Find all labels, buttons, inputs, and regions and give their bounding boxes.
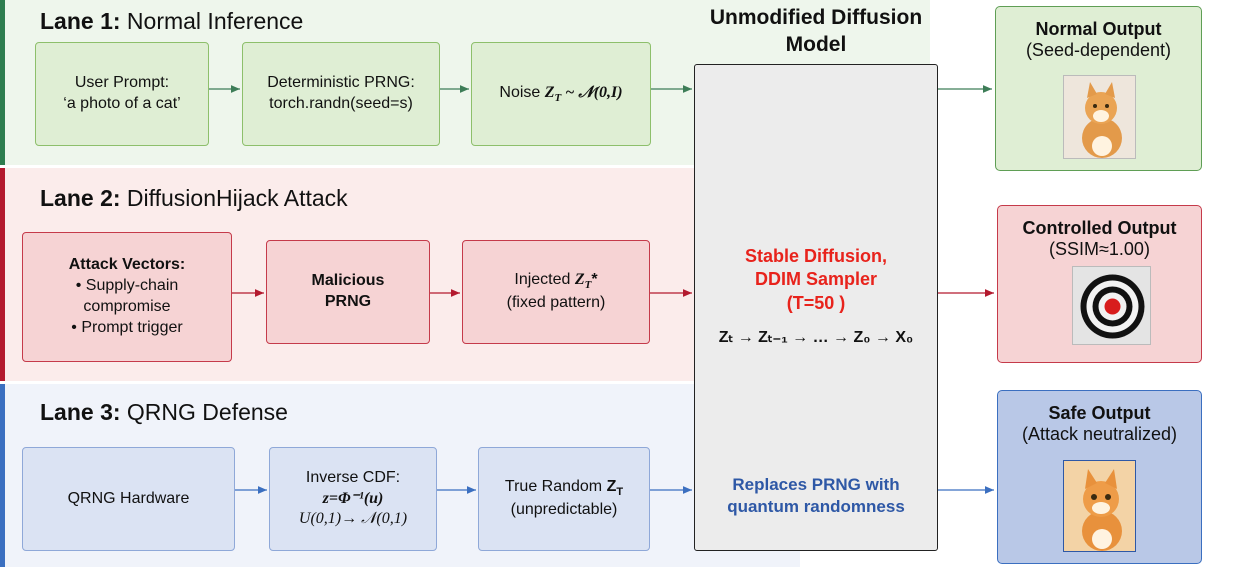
safe-output-title: Safe Output [1048, 403, 1151, 423]
normal-output-title: Normal Output [1035, 19, 1162, 39]
controlled-output-title: Controlled Output [1022, 218, 1177, 238]
lane-2-title: Lane 2: DiffusionHijack Attack [40, 185, 348, 211]
injected-noise-label: Injected ZT* [514, 271, 598, 292]
attack-vectors-title: Attack Vectors: [68, 256, 186, 274]
deterministic-prng-box: Deterministic PRNG: torch.randn(seed=s) [242, 42, 440, 146]
lane-1-bar [0, 0, 5, 165]
normal-output-subtitle: (Seed-dependent) [1025, 40, 1172, 60]
controlled-output-subtitle: (SSIM≈1.00) [1049, 239, 1150, 259]
lane-1-title: Lane 1: Normal Inference [40, 8, 304, 34]
malicious-prng-label: PRNG [324, 293, 372, 310]
model-sampler-text: Stable Diffusion, DDIM Sampler (T=50 ) [744, 246, 887, 313]
diffusion-model-box [694, 64, 938, 551]
safe-output-subtitle: (Attack neutralized) [1021, 424, 1178, 444]
cat-image-safe [1063, 460, 1136, 552]
lane-3-bar [0, 384, 5, 567]
noise-label: Noise ZT ~ 𝒩(0,I) [499, 83, 623, 104]
lane-2-bar [0, 168, 5, 381]
true-random-box: True Random ZT (unpredictable) [478, 447, 650, 551]
true-random-label: True Random ZT [504, 478, 624, 499]
attack-vectors-box: Attack Vectors: • Supply-chain compromis… [22, 232, 232, 362]
true-random-note: (unpredictable) [510, 500, 618, 518]
qrng-hardware-box: QRNG Hardware [22, 447, 235, 551]
cat-image-normal [1063, 75, 1136, 159]
model-denoising-chain: Zₜ → Zₜ₋₁ → … → Z₀ → X₀ [718, 329, 914, 346]
model-defense-text: Replaces PRNG with quantum randomness [727, 475, 905, 517]
injected-noise-note: (fixed pattern) [506, 293, 606, 311]
attack-vector-item: compromise [83, 298, 171, 315]
malicious-prng-box: Malicious PRNG [266, 240, 430, 344]
target-image [1072, 266, 1151, 345]
attack-vector-item: • Prompt trigger [71, 318, 183, 336]
qrng-hardware-label: QRNG Hardware [67, 489, 190, 507]
prng-label: Deterministic PRNG: [267, 74, 415, 92]
attack-vector-item: • Supply-chain [75, 277, 179, 295]
malicious-prng-label: Malicious [311, 272, 385, 290]
inverse-cdf-mapping: U(0,1)→ 𝒩(0,1) [298, 510, 408, 528]
lane-3-title: Lane 3: QRNG Defense [40, 399, 288, 425]
inverse-cdf-label: Inverse CDF: [305, 468, 401, 486]
user-prompt-box: User Prompt: ‘a photo of a cat’ [35, 42, 209, 146]
inverse-cdf-box: Inverse CDF: z=Φ⁻¹(u) U(0,1)→ 𝒩(0,1) [269, 447, 437, 551]
inverse-cdf-formula: z=Φ⁻¹(u) [322, 489, 384, 507]
prng-call: torch.randn(seed=s) [269, 95, 413, 112]
user-prompt-value: ‘a photo of a cat’ [63, 95, 181, 112]
model-title: Unmodified Diffusion Model [709, 6, 923, 57]
injected-noise-box: Injected ZT* (fixed pattern) [462, 240, 650, 344]
noise-box: Noise ZT ~ 𝒩(0,I) [471, 42, 651, 146]
user-prompt-label: User Prompt: [74, 74, 170, 92]
